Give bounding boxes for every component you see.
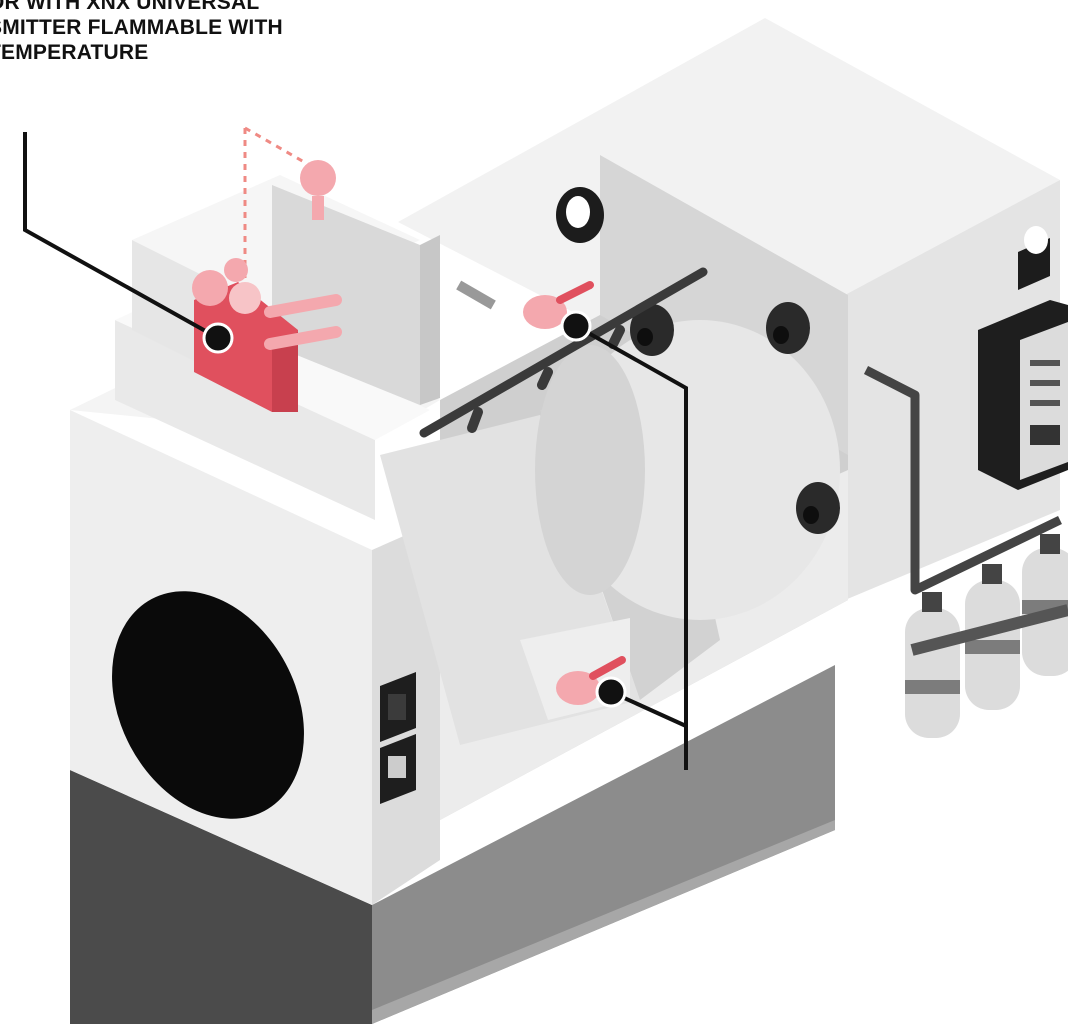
caption-line: TEMPERATURE	[0, 41, 148, 64]
bolt-icon	[766, 302, 810, 354]
callout-caption: OR WITH XNX UNIVERSAL SMITTER FLAMMABLE …	[0, 0, 283, 65]
caption-line: OR WITH XNX UNIVERSAL	[0, 0, 259, 14]
control-panel-icon	[978, 300, 1068, 490]
beacon-icon	[556, 187, 604, 243]
caption-line: SMITTER FLAMMABLE WITH	[0, 16, 283, 39]
callout-dot	[597, 678, 625, 706]
callout-dot	[204, 324, 232, 352]
bolt-icon	[796, 482, 840, 534]
gas-cylinder-icon	[905, 592, 960, 738]
callout-dot	[562, 312, 590, 340]
gas-cylinder-icon	[1022, 534, 1068, 676]
